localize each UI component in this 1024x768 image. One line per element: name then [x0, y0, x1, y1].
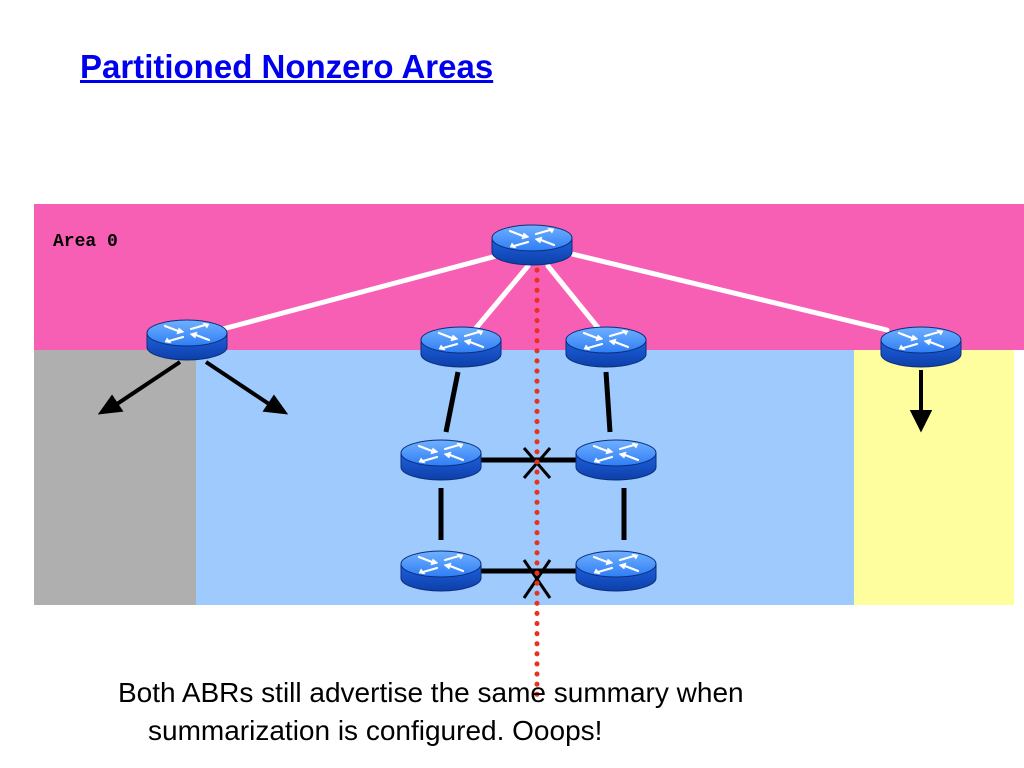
caption-line-1: Both ABRs still advertise the same summa…	[118, 677, 744, 708]
arrow-icon	[204, 360, 274, 408]
caption: Both ABRs still advertise the same summa…	[118, 674, 918, 750]
right-area-region	[854, 350, 1014, 605]
center-area-links	[438, 371, 627, 574]
arrow-icon	[262, 394, 289, 415]
link-abr-left-down	[443, 371, 461, 433]
link-abr-right-down	[603, 371, 613, 433]
caption-line-2: summarization is configured. Ooops!	[148, 715, 603, 746]
left-area-region	[34, 350, 196, 605]
arrow-icon	[112, 360, 182, 408]
router-icon	[490, 223, 574, 267]
link-core-to-right-abr	[569, 251, 890, 333]
router-icon	[399, 438, 483, 482]
router-icon	[145, 318, 229, 362]
right-abr-arrow	[909, 370, 933, 433]
router-icon	[574, 549, 658, 593]
link-core-to-left-abr	[216, 251, 507, 333]
area-0-label: Area 0	[53, 232, 118, 252]
router-icon	[879, 325, 963, 369]
router-icon	[399, 549, 483, 593]
router-icon	[574, 438, 658, 482]
link-break-icon	[522, 559, 552, 599]
router-icon	[564, 325, 648, 369]
router-icon	[419, 325, 503, 369]
area-0-links	[216, 251, 890, 343]
arrow-icon	[909, 410, 933, 433]
left-abr-arrows	[97, 360, 289, 415]
arrow-icon	[97, 394, 124, 415]
slide-title: Partitioned Nonzero Areas	[80, 48, 494, 85]
